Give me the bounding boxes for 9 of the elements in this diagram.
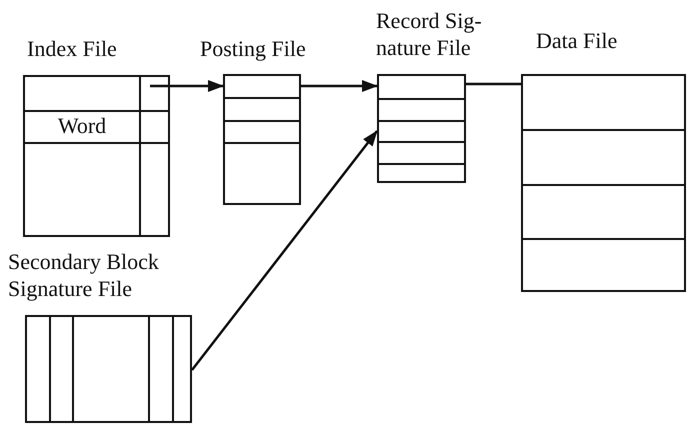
arrow xyxy=(301,80,378,92)
arrow xyxy=(191,130,378,371)
file-heading: Secondary Block Signature File xyxy=(8,248,160,302)
arrow xyxy=(150,80,224,92)
file-heading: Record Sig- nature File xyxy=(376,7,483,61)
file-heading: Index File xyxy=(27,35,118,62)
file-heading: Posting File xyxy=(200,35,307,62)
cell-label: Word xyxy=(58,113,106,139)
file-heading: Data File xyxy=(536,27,618,54)
